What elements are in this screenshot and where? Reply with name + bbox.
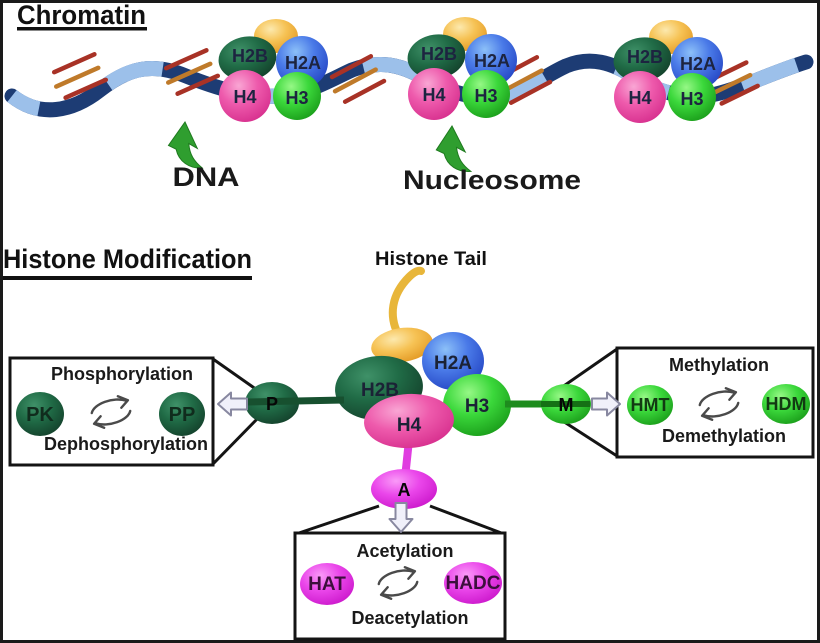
phosphorylation-label: Phosphorylation	[51, 364, 193, 384]
acetyl-site: A	[371, 469, 437, 509]
callout-arrow-right-icon	[591, 391, 621, 417]
histone-h4-label: H4	[422, 85, 445, 105]
nucleosome-arrow-icon	[435, 125, 473, 172]
histone-h3	[462, 70, 510, 118]
p-site-label: P	[266, 394, 278, 414]
phospho-callout-lines	[211, 357, 262, 466]
phosphorylation-box: Phosphorylation PK PP Dephosphorylation	[8, 356, 215, 467]
hdm-enzyme	[762, 384, 810, 424]
histone-tail	[388, 266, 425, 338]
deacetylation-label: Deacetylation	[351, 608, 468, 628]
histone-tail-label: Histone Tail	[375, 249, 487, 270]
h2b-p-connector	[247, 396, 345, 406]
pp-enzyme-label: PP	[169, 404, 196, 426]
cycle-arrows-icon	[90, 395, 132, 429]
histone-h2b	[407, 34, 466, 79]
acetyl-callout-lines	[295, 504, 505, 536]
m-site-label: M	[559, 395, 574, 415]
methyl-site: M	[541, 384, 591, 424]
histone-h3-label: H3	[465, 396, 489, 417]
histone-h2b-label: H2B	[627, 47, 663, 67]
a-site-ellipse	[371, 469, 437, 509]
histone-h3	[273, 72, 321, 120]
callout-arrow-left-icon	[217, 391, 248, 417]
demethylation-label: Demethylation	[662, 426, 786, 446]
histone-modification-title: Histone Modification	[3, 244, 252, 274]
histone-h4	[364, 393, 454, 449]
histone-h2b-label: H2B	[361, 380, 399, 401]
hmt-enzyme	[627, 385, 673, 425]
dna-label: DNA	[173, 162, 240, 192]
histone-h3	[443, 374, 511, 436]
a-site-label: A	[398, 480, 411, 500]
histone-h4-label: H4	[628, 88, 651, 108]
hadc-enzyme-label: HADC	[446, 573, 501, 594]
histone-h2b	[218, 36, 277, 81]
histone-h3	[668, 73, 716, 121]
histone-h4	[219, 70, 271, 122]
pp-enzyme	[159, 392, 205, 436]
histone-h4	[614, 71, 666, 123]
cycle-arrows-icon	[698, 387, 740, 421]
histone-h3-label: H3	[474, 86, 497, 106]
histone-h2a-label: H2A	[285, 53, 321, 73]
histone-h4-label: H4	[233, 87, 256, 107]
histone-h3-label: H3	[285, 88, 308, 108]
histone-tail-knob	[371, 327, 433, 363]
chromatin-title: Chromatin	[17, 0, 146, 30]
histone-modification-underline	[3, 276, 252, 280]
phospho-site: P	[245, 382, 345, 424]
methylation-label: Methylation	[669, 355, 769, 375]
pk-enzyme-label: PK	[26, 404, 54, 426]
callout-arrow-down-icon	[388, 502, 414, 533]
dna-arrow-icon	[167, 121, 204, 169]
acetylation-box: Acetylation HAT HADC Deacetylation	[293, 531, 507, 641]
acetylation-label: Acetylation	[356, 541, 453, 561]
histone-h2a-label: H2A	[434, 353, 472, 374]
hadc-enzyme	[444, 562, 502, 604]
pk-enzyme	[16, 392, 64, 436]
central-nucleosome: H2A H2B H3 H4	[335, 266, 589, 479]
dephosphorylation-label: Dephosphorylation	[44, 434, 208, 454]
nucleosome-label: Nucleosome	[403, 165, 581, 195]
hat-enzyme-label: HAT	[308, 574, 346, 595]
histone-h2b-label: H2B	[421, 44, 457, 64]
histone-h3-label: H3	[680, 89, 703, 109]
methylation-box: Methylation HMT HDM Demethylation	[615, 346, 815, 459]
cycle-arrows-icon	[377, 566, 419, 600]
nucleosome-1: H2B H2A H4 H3	[218, 19, 328, 122]
nucleosome-3: H2B H2A H4 H3	[613, 20, 723, 123]
histone-h4-label: H4	[397, 415, 422, 436]
hmt-enzyme-label: HMT	[631, 395, 670, 415]
nucleosome-2: H2B H2A H4 H3	[407, 17, 517, 120]
histone-h2a-label: H2A	[680, 54, 716, 74]
histone-h4	[408, 68, 460, 120]
hdm-enzyme-label: HDM	[766, 394, 807, 414]
chromatin-underline	[17, 27, 147, 31]
histone-h2b-label: H2B	[232, 46, 268, 66]
hat-enzyme	[300, 563, 354, 605]
histone-h2b	[613, 37, 672, 82]
histone-h2a-label: H2A	[474, 51, 510, 71]
